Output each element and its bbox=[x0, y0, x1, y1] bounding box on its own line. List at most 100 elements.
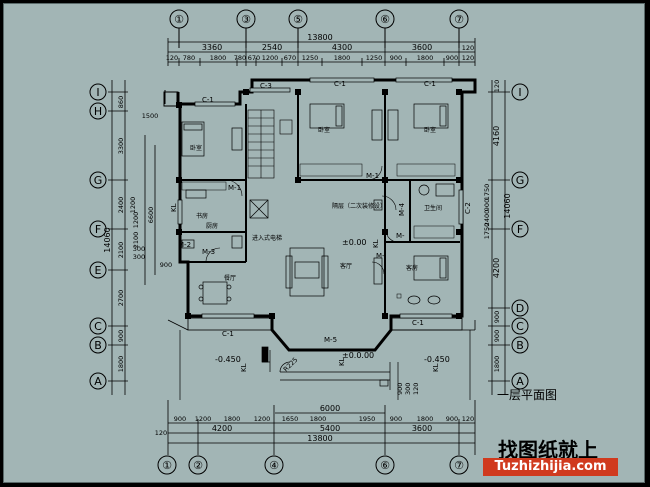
tag-m4: M-4 bbox=[398, 202, 406, 216]
dim-left-inner-5: 1200 bbox=[132, 212, 140, 229]
room-bedroom-3: 卧室 bbox=[424, 126, 436, 134]
axis-right-I: I bbox=[518, 86, 521, 99]
dim-top-r2-3: 780 bbox=[234, 54, 246, 62]
dim-top-r2-9: 1250 bbox=[366, 54, 383, 62]
element-tags: C-1 C-1 C-1 C-1 C-1 C-3 C-2 M-1 M-1 M-2 … bbox=[170, 80, 472, 372]
dim-left-inner-0: 1500 bbox=[142, 112, 159, 120]
dim-left-3: 1200 bbox=[129, 197, 137, 214]
staircase bbox=[247, 109, 293, 179]
room-living: 客厅 bbox=[340, 262, 352, 270]
dim-right-1: 4160 bbox=[492, 126, 501, 146]
wardrobes bbox=[181, 163, 456, 299]
doors bbox=[205, 165, 399, 275]
dim-right-2: 1750 bbox=[483, 184, 491, 201]
room-bedroom-1: 卧室 bbox=[190, 144, 202, 152]
dim-top-r2-8: 1800 bbox=[334, 54, 351, 62]
dim-left-0: 860 bbox=[117, 96, 125, 108]
dim-right-0: 120 bbox=[493, 80, 501, 92]
stair-dim-1: 300 bbox=[404, 383, 412, 395]
room-bedroom-2: 卧室 bbox=[318, 126, 330, 134]
axis-top-2: ⑤ bbox=[293, 13, 303, 26]
dim-lines-bottom bbox=[167, 400, 476, 455]
dim-top-r1-1: 2540 bbox=[262, 43, 282, 52]
axis-left-B: B bbox=[94, 339, 102, 352]
dim-left-7: 1800 bbox=[117, 356, 125, 373]
axis-left-F: F bbox=[95, 223, 101, 236]
tag-kl-b: KL bbox=[338, 357, 346, 366]
dim-bottom-mid: 6000 bbox=[320, 404, 340, 413]
dim-top-r2-2: 1800 bbox=[210, 54, 227, 62]
dim-bottom-r2-4: 1650 bbox=[282, 415, 299, 423]
tag-kl-c: KL bbox=[432, 363, 440, 372]
dim-left-5: 2700 bbox=[117, 290, 125, 307]
dim-bottom-r2-6: 1950 bbox=[359, 415, 376, 423]
dim-top-r1-4: 120 bbox=[462, 44, 474, 52]
dim-top-r2-0: 120 bbox=[166, 54, 178, 62]
room-dining: 餐厅 bbox=[224, 274, 236, 282]
dim-text-right: 120 4160 1750 900 2400 1750 14060 4200 9… bbox=[483, 80, 512, 372]
dim-bottom-r2-5: 1800 bbox=[310, 415, 327, 423]
room-shaft-note: 隔层（二次装修设） bbox=[332, 202, 386, 210]
dim-right-5: 1750 bbox=[483, 223, 491, 240]
axis-top-4: ⑦ bbox=[454, 13, 464, 26]
dim-left-inner-4: 900 bbox=[160, 261, 172, 269]
dim-top-r1-0: 3360 bbox=[202, 43, 222, 52]
interior-walls bbox=[180, 92, 460, 316]
tag-m1-a: M-1 bbox=[228, 184, 241, 192]
dim-right-6: 4200 bbox=[492, 258, 501, 278]
axis-left-I: I bbox=[96, 86, 99, 99]
dim-right-4: 2400 bbox=[483, 210, 491, 227]
dim-right-9: 1800 bbox=[493, 356, 501, 373]
tag-m5: M-5 bbox=[324, 336, 337, 344]
tag-mh-b: M- bbox=[376, 252, 385, 260]
dim-top-r2-1: 780 bbox=[183, 54, 195, 62]
axis-left-E: E bbox=[95, 264, 102, 277]
dim-left-total: 14060 bbox=[103, 227, 112, 252]
axis-bottom-1: ② bbox=[193, 459, 203, 472]
dim-bottom-r2-10: 120 bbox=[462, 415, 474, 423]
axis-right-G: G bbox=[516, 174, 525, 187]
tag-c2: C-2 bbox=[464, 202, 472, 214]
dim-right-8: 900 bbox=[493, 330, 501, 342]
axis-left-C: C bbox=[94, 320, 102, 333]
watermark-en: Tuzhizhijia.com bbox=[483, 458, 618, 476]
tag-c1-b: C-1 bbox=[334, 80, 346, 88]
tag-m1-b: M-1 bbox=[366, 172, 379, 180]
room-study: 书房 bbox=[196, 212, 208, 220]
windows bbox=[177, 77, 464, 319]
dim-top-r2-5: 1200 bbox=[262, 54, 279, 62]
ramp-label: R225 bbox=[282, 356, 300, 374]
tag-c3: C-3 bbox=[260, 82, 272, 90]
dim-bottom-r3-2: 3600 bbox=[412, 424, 432, 433]
dim-bottom-r3-0: 4200 bbox=[212, 424, 232, 433]
dim-top-r2-7: 1250 bbox=[302, 54, 319, 62]
tag-m3: M-3 bbox=[202, 248, 215, 256]
axis-top-3: ⑥ bbox=[380, 13, 390, 26]
dim-left-inner-1: 6600 bbox=[147, 207, 155, 224]
room-entry-note: 进入式电梯 bbox=[252, 234, 282, 242]
dim-lines-left bbox=[108, 80, 156, 395]
axis-right-C: C bbox=[516, 320, 524, 333]
stair-dim-0: 900 bbox=[396, 383, 404, 395]
dim-bottom-r3-1: 5400 bbox=[320, 424, 340, 433]
dim-top-r2-6: 670 bbox=[284, 54, 296, 62]
entrance-bay bbox=[179, 330, 471, 400]
axis-left-A: A bbox=[94, 375, 102, 388]
tag-m2: M-2 bbox=[178, 241, 191, 249]
axis-left-G: G bbox=[94, 174, 103, 187]
dim-left-2: 2400 bbox=[117, 197, 125, 214]
axis-left-H: H bbox=[94, 105, 102, 118]
axis-right-A: A bbox=[516, 375, 524, 388]
dim-top-r1-3: 3600 bbox=[412, 43, 432, 52]
tag-mh-a: M- bbox=[396, 232, 405, 240]
axis-bubbles-bottom bbox=[157, 455, 469, 475]
level-entry: ±0.0.00 bbox=[342, 351, 374, 360]
dim-text-top: 13800 3360 2540 4300 3600 120 120 780 18… bbox=[166, 33, 474, 62]
dim-lines-top bbox=[167, 38, 476, 66]
dim-right-3: 900 bbox=[483, 199, 491, 211]
dim-top-r1-2: 4300 bbox=[332, 43, 352, 52]
tag-kl-e: KL bbox=[170, 203, 178, 212]
level-main: ±0.00 bbox=[342, 238, 367, 247]
structural-columns bbox=[176, 89, 462, 319]
tag-kl-a: KL bbox=[240, 363, 248, 372]
